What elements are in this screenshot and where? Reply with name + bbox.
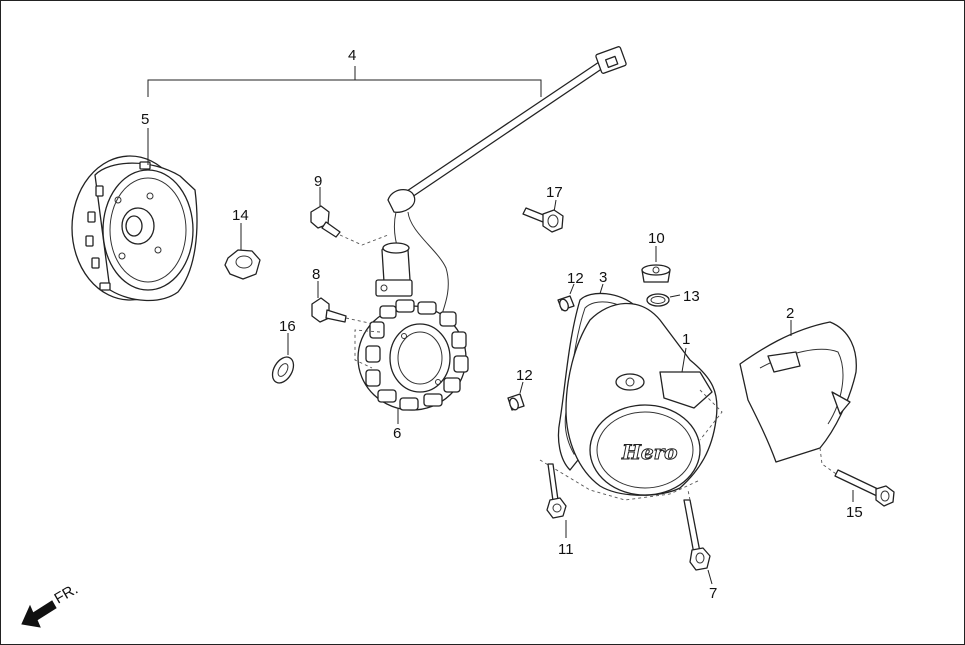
flywheel-rotor bbox=[71, 128, 198, 302]
front-direction-indicator: FR. bbox=[21, 581, 81, 628]
callout-6: 6 bbox=[393, 425, 401, 442]
callout-12-lower: 12 bbox=[516, 367, 533, 384]
dowel-pin-upper bbox=[557, 283, 575, 312]
callout-16: 16 bbox=[279, 318, 296, 335]
callout-1: 1 bbox=[682, 331, 690, 348]
callout-3: 3 bbox=[599, 269, 607, 286]
callout-4: 4 bbox=[348, 47, 356, 64]
callout-2: 2 bbox=[786, 305, 794, 322]
stator-coil bbox=[354, 299, 469, 424]
callout-10: 10 bbox=[648, 230, 665, 247]
callout-11: 11 bbox=[558, 541, 574, 558]
bolt-17 bbox=[522, 199, 564, 233]
generator-cover: Hero bbox=[539, 302, 723, 501]
washer bbox=[271, 333, 295, 384]
callout-labels: 4 5 9 14 8 16 6 17 10 12 3 13 2 1 12 15 … bbox=[141, 47, 863, 602]
o-ring bbox=[646, 293, 681, 307]
bolt-15 bbox=[834, 469, 895, 507]
wiring-harness bbox=[375, 46, 627, 321]
plug-cap bbox=[641, 246, 671, 283]
assembly-bracket-4 bbox=[147, 66, 542, 97]
bolt-9 bbox=[310, 187, 389, 246]
bolt-11 bbox=[546, 463, 567, 538]
callout-7: 7 bbox=[709, 585, 717, 602]
cover-logo: Hero bbox=[621, 440, 678, 464]
direction-label: FR. bbox=[52, 581, 81, 608]
callout-5: 5 bbox=[141, 111, 149, 128]
sprocket-cover bbox=[739, 320, 857, 479]
dowel-pin-lower bbox=[507, 381, 525, 411]
callout-14: 14 bbox=[232, 207, 249, 224]
bolt-7 bbox=[683, 489, 713, 585]
callout-13: 13 bbox=[683, 288, 700, 305]
callout-9: 9 bbox=[314, 173, 322, 190]
flange-nut bbox=[224, 223, 261, 280]
callout-17: 17 bbox=[546, 184, 563, 201]
arrow-down-left-icon bbox=[21, 600, 57, 628]
callout-12-upper: 12 bbox=[567, 270, 584, 287]
bolt-8 bbox=[311, 281, 379, 326]
callout-15: 15 bbox=[846, 504, 863, 521]
callout-8: 8 bbox=[312, 266, 320, 283]
